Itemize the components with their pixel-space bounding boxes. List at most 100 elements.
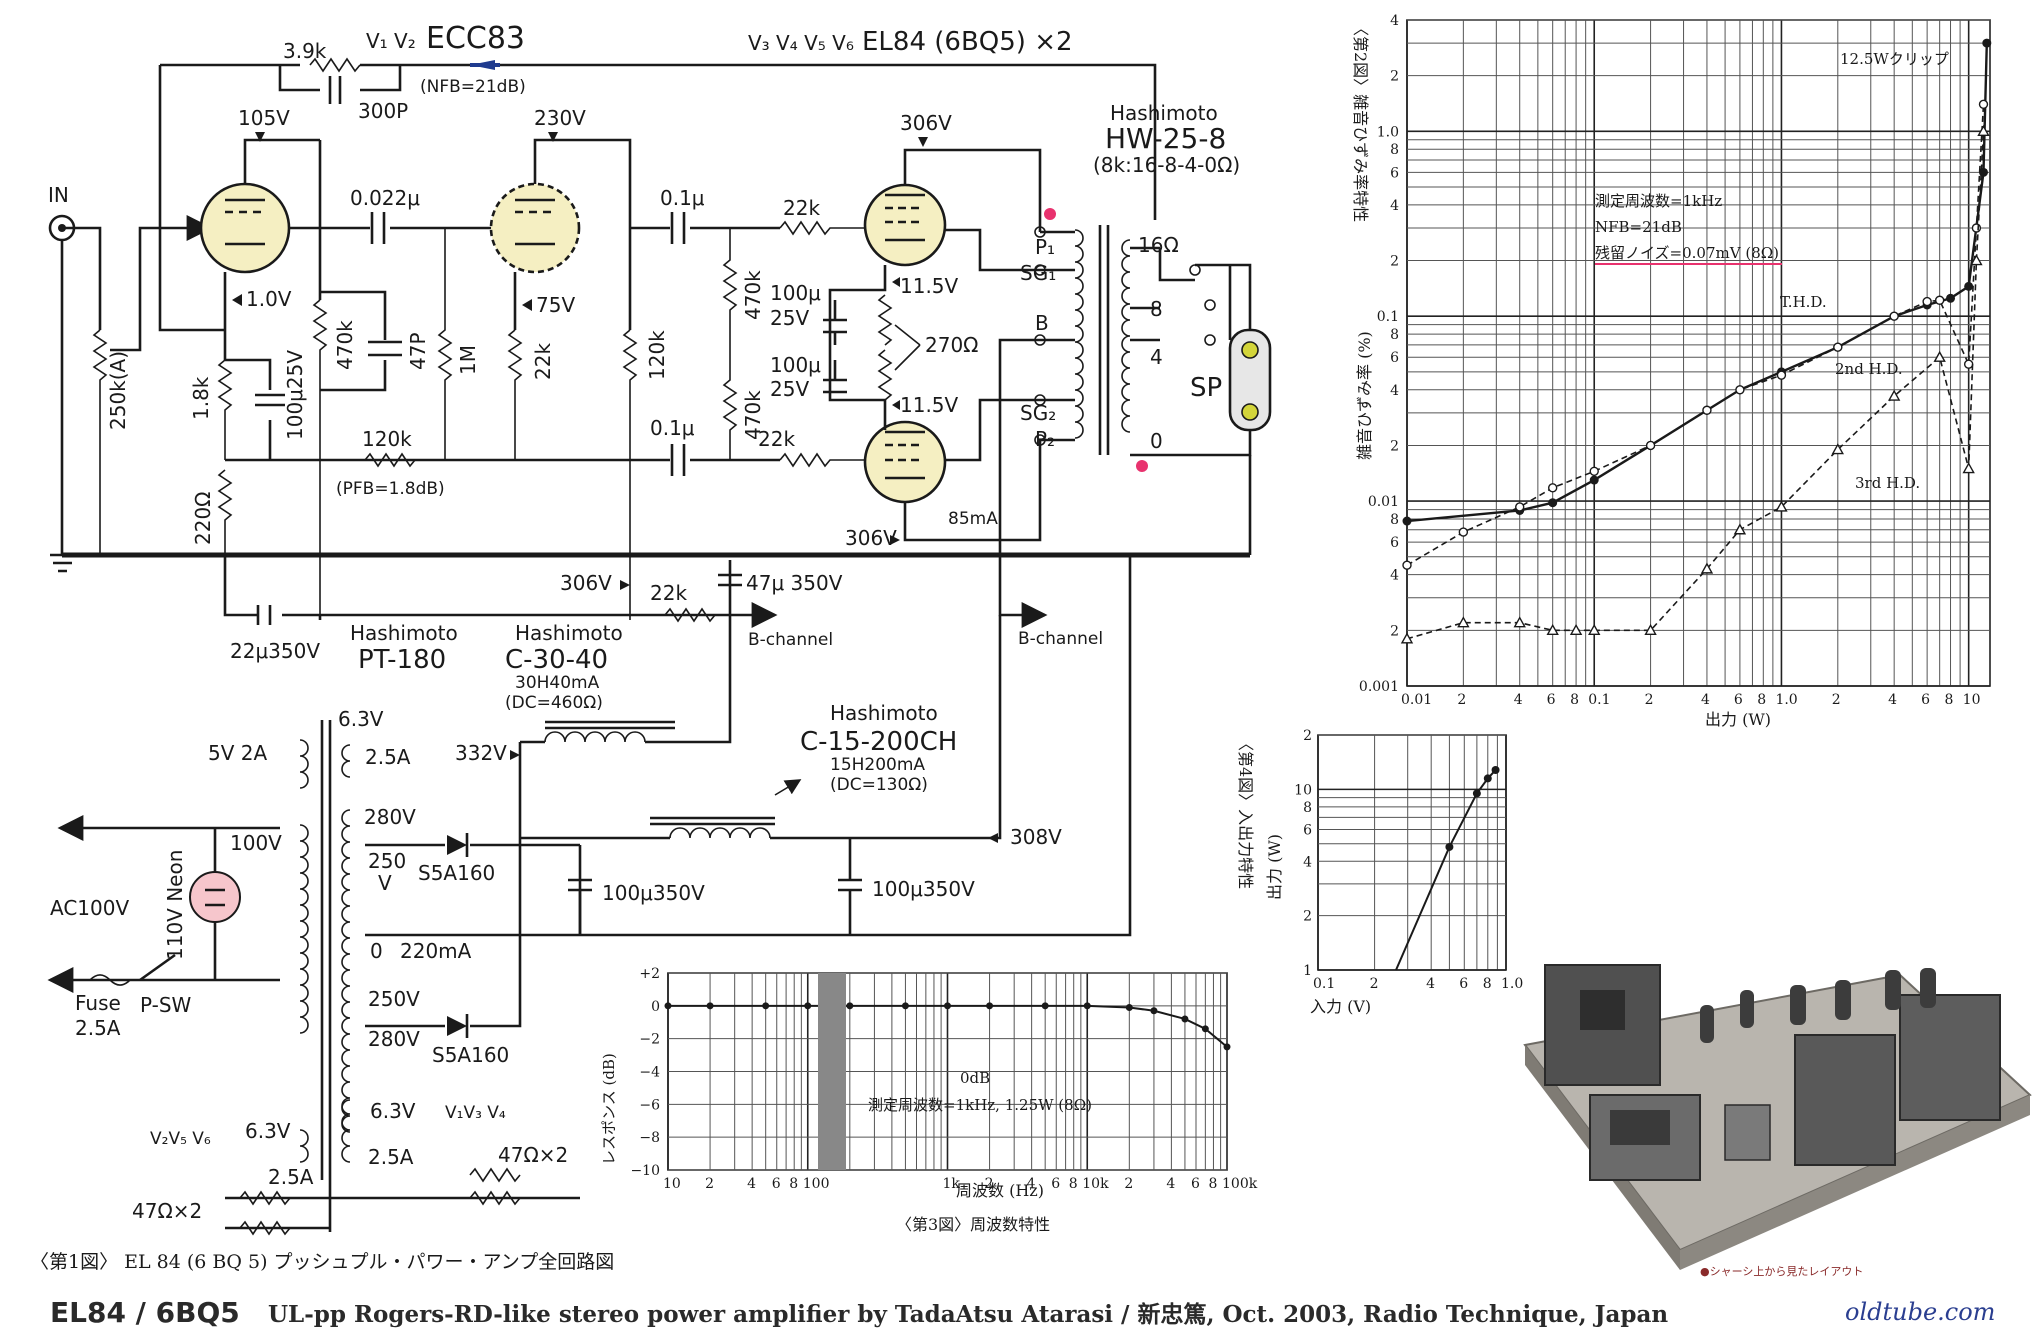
thd-marks — [1400, 38, 1992, 644]
fr-xtick: 2 — [985, 1176, 994, 1192]
thd-xtick: 2 — [1457, 692, 1466, 708]
otx-secondary — [1121, 239, 1131, 433]
nfb-note: (NFB=21dB) — [420, 77, 526, 97]
r7-label: 120k — [362, 427, 412, 451]
c10-label: 100μ350V — [602, 881, 705, 905]
footer-site-link[interactable]: oldtube.com — [1845, 1298, 1995, 1326]
r6 — [622, 329, 638, 620]
c4-label: 0.1μ — [660, 186, 705, 210]
io-figure-title: 〈第4図〉入出力特性 — [1236, 735, 1255, 889]
fr-ytick: 0 — [651, 999, 660, 1015]
d1 — [447, 835, 467, 855]
w-5v: 5V 2A — [208, 741, 267, 765]
thd-xtick: 4 — [1701, 692, 1710, 708]
p1-dot — [1044, 208, 1056, 220]
v3-electrodes — [885, 193, 925, 242]
c3 — [368, 340, 402, 357]
fr-ytick: −8 — [639, 1130, 660, 1146]
h2-point — [1458, 527, 1469, 537]
thd-xtick: 0.1 — [1588, 692, 1610, 708]
power-switch[interactable] — [139, 953, 176, 982]
c7-label: 100μ — [770, 353, 821, 377]
fr-point — [706, 1002, 714, 1010]
w-280a: 280V — [364, 805, 416, 829]
p2-label: P₂ — [1035, 427, 1055, 451]
output-transformer-photo-2 — [1899, 994, 2001, 1121]
heater-right-label: V₁V₃ V₄ — [445, 1103, 506, 1123]
h3-series-label: 3rd H.D. — [1855, 474, 1920, 492]
fr-point — [944, 1002, 951, 1010]
tap-sg2 — [1034, 394, 1046, 406]
thd-xtick: 8 — [1757, 692, 1766, 708]
fr-xtick: 8 — [1208, 1176, 1217, 1192]
tube-photo-5 — [1885, 970, 1901, 1010]
c8-label: 47μ 350V — [746, 571, 843, 595]
io-ytick: 1 — [1303, 963, 1312, 979]
h2-point — [1833, 342, 1843, 352]
choke2-maker: Hashimoto — [830, 701, 938, 725]
h3-point — [1775, 500, 1788, 512]
fr-xtick: 4 — [747, 1176, 756, 1192]
thd-ytick: 8 — [1390, 512, 1399, 528]
choke2-model: C-15-200CH — [800, 727, 957, 757]
fr-xtick: 6 — [1191, 1176, 1200, 1192]
fr-point — [762, 1002, 770, 1010]
v1v2-label: V₁ V₂ — [366, 29, 416, 53]
choke1-spec1: 30H40mA — [515, 673, 600, 693]
v1-plate-voltage: 105V — [238, 106, 290, 130]
v3v6-label: V₃ V₄ V₅ V₆ — [748, 31, 854, 55]
b-label: B — [1035, 311, 1049, 335]
c4 — [670, 212, 686, 244]
v3-plate-voltage: 306V — [900, 111, 952, 135]
ground-symbol — [50, 553, 75, 573]
fr-point — [846, 1002, 854, 1010]
w-250b: 250V — [368, 987, 420, 1011]
io-ytick: 10 — [1294, 782, 1312, 798]
psw-label: P-SW — [140, 993, 192, 1017]
thd-point — [1402, 516, 1412, 526]
io-point — [1472, 789, 1481, 798]
ptx-model: PT-180 — [358, 645, 446, 675]
h3-point — [1831, 443, 1844, 455]
nfb-wires — [158, 63, 402, 150]
thd-ytick: 2 — [1390, 69, 1399, 85]
thd-xtick: 10 — [1963, 692, 1981, 708]
choke-label-plate — [1610, 1110, 1670, 1145]
fr-xtick: 8 — [1069, 1176, 1078, 1192]
screen-wires — [945, 228, 1040, 462]
thd-ytick: 4 — [1390, 383, 1399, 399]
fr-point — [1041, 1002, 1049, 1010]
neon-label: 110V Neon — [163, 850, 187, 960]
io-grid — [1317, 734, 1507, 971]
otx-spec: (8k:16-8-4-0Ω) — [1093, 153, 1240, 177]
filter-rail — [223, 555, 730, 620]
h2-point — [1776, 370, 1787, 380]
h2-point — [1971, 223, 1982, 233]
v1-grid-loop — [158, 150, 225, 332]
ptx-core — [320, 720, 332, 1180]
bch-label-1: B-channel — [748, 630, 833, 650]
io-xtick: 0.1 — [1313, 976, 1335, 992]
v2-plate-wire — [533, 138, 632, 330]
io-ytick: 6 — [1303, 822, 1312, 838]
choke2-core — [650, 816, 775, 826]
thd-point — [1964, 281, 1974, 291]
c3-label: 47P — [406, 332, 430, 370]
sp-selector[interactable] — [1158, 248, 1252, 340]
thd-freq-note: 測定周波数=1kHz — [1595, 192, 1722, 210]
w-250v: V — [378, 871, 392, 895]
io-point — [1491, 766, 1500, 775]
io-xlabel: 入力 (V) — [1310, 997, 1371, 1016]
thd-figure-title: 〈第2図〉雑音ひずみ率特性 — [1351, 20, 1370, 222]
r1-label: 1.8k — [189, 376, 213, 420]
fr-point — [664, 1002, 672, 1010]
thd-ytick: 6 — [1390, 165, 1399, 181]
thd-xtick: 8 — [1570, 692, 1579, 708]
v4-tube — [863, 420, 947, 504]
thd-noise-note: 残留ノイズ=0.07mV (8Ω) — [1595, 244, 1779, 262]
thd-point — [1589, 475, 1599, 485]
v1-plate-marker — [255, 132, 265, 142]
r3 — [312, 299, 328, 620]
g2-bot-marker — [892, 400, 900, 410]
